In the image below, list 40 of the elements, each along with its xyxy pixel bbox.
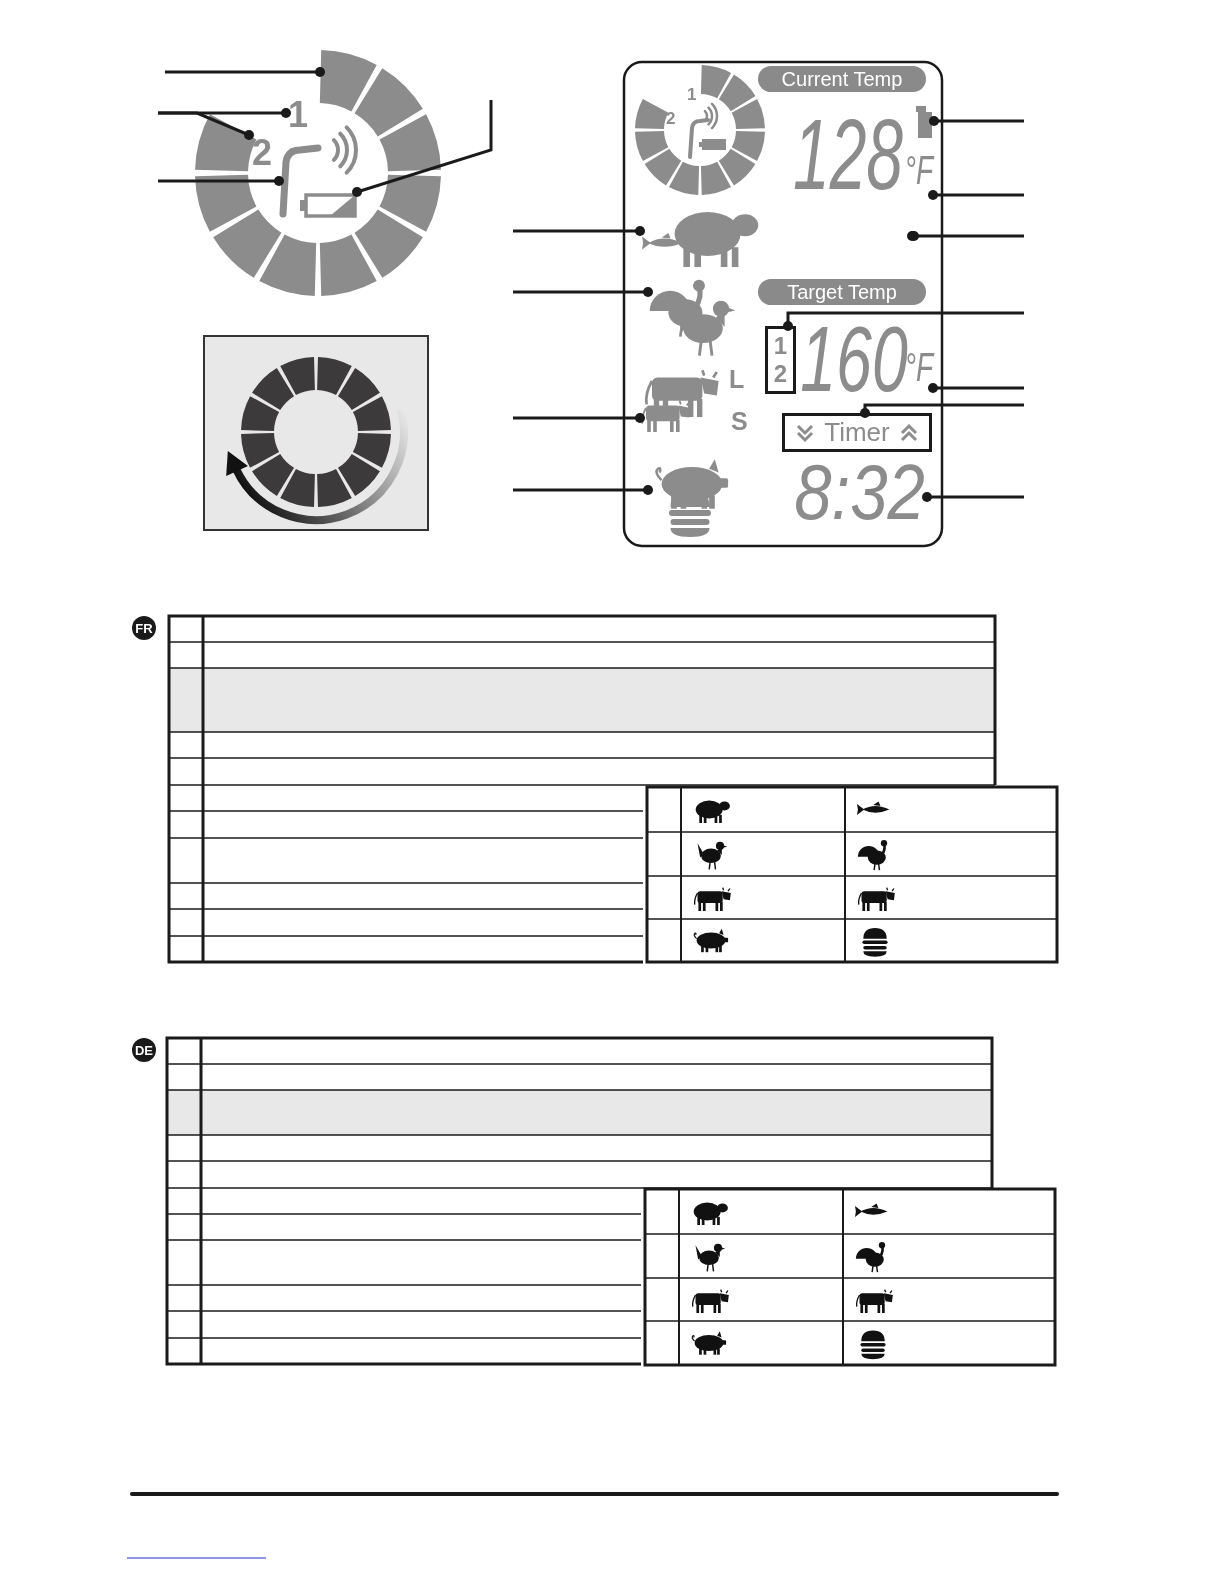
leader-line bbox=[513, 287, 653, 297]
leader-line bbox=[929, 116, 1024, 126]
probe-icon bbox=[916, 106, 932, 138]
gauge-segment bbox=[319, 50, 377, 112]
current-temp-label: Current Temp bbox=[758, 66, 926, 92]
battery-icon bbox=[300, 193, 357, 218]
timer-label: Timer bbox=[824, 417, 890, 448]
leader-line bbox=[165, 67, 325, 77]
leader-line bbox=[928, 383, 1024, 393]
unit-symbol: °F bbox=[905, 140, 933, 200]
probe-icon bbox=[279, 144, 322, 218]
temperature-reading: 160 bbox=[800, 322, 908, 396]
target-temp-label: Target Temp bbox=[758, 279, 926, 305]
leader-line bbox=[513, 413, 645, 423]
lamb-fish-icon bbox=[642, 212, 759, 267]
leader-line bbox=[513, 226, 645, 236]
temperature-reading: 128 bbox=[792, 104, 904, 204]
leader-line bbox=[860, 403, 1024, 418]
leader-line bbox=[513, 485, 653, 495]
display-label: L bbox=[729, 367, 745, 392]
timer-box bbox=[782, 413, 932, 452]
poultry-icon bbox=[649, 279, 736, 358]
leader-line bbox=[783, 311, 1024, 331]
leader-line bbox=[928, 190, 1024, 200]
channel-indicator: 1 2 bbox=[765, 326, 796, 394]
leader-line bbox=[922, 492, 1024, 502]
channel-number: 2 bbox=[249, 135, 275, 171]
language-badge: DE bbox=[132, 1038, 156, 1062]
leader-line bbox=[158, 111, 254, 140]
timer-reading: 8:32 bbox=[792, 460, 927, 525]
language-badge: FR bbox=[132, 616, 156, 640]
channel-number: 1 bbox=[286, 97, 310, 133]
leader-line bbox=[352, 100, 493, 197]
pork-burger-icon bbox=[655, 459, 729, 537]
leader-line bbox=[158, 176, 284, 186]
cattle-icon bbox=[641, 368, 719, 432]
display-label: S bbox=[731, 409, 748, 434]
display-label: 1 bbox=[687, 86, 697, 103]
display-label: 2 bbox=[666, 110, 676, 127]
leader-line bbox=[909, 231, 1024, 241]
